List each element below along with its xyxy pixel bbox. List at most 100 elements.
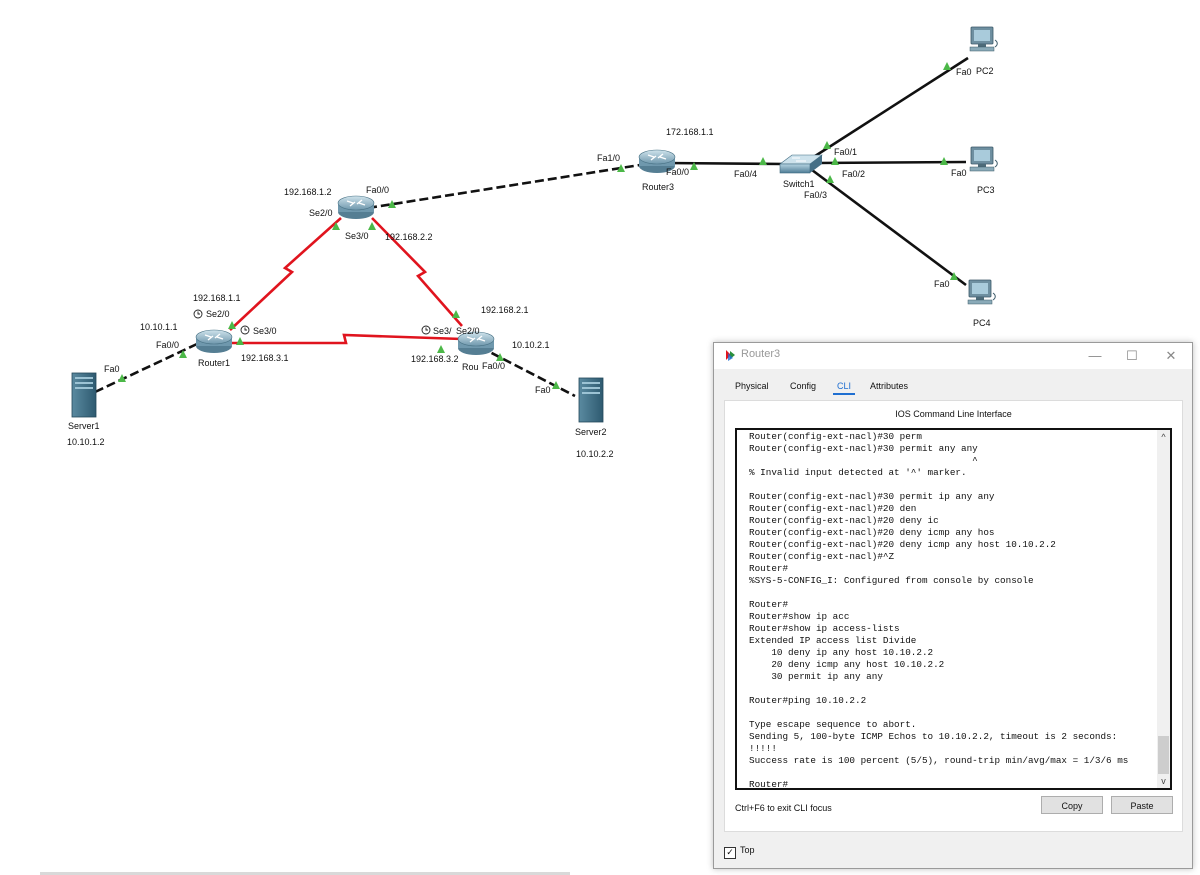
- ip-label: 192.168.1.1: [193, 293, 241, 303]
- router-icon: [195, 329, 233, 354]
- ip-label: 192.168.3.2: [411, 354, 459, 364]
- interface-label: Se2/0: [456, 326, 480, 336]
- ip-label: 192.168.2.2: [385, 232, 433, 242]
- terminal-scrollbar[interactable]: ^ v: [1157, 430, 1170, 788]
- device-label-router3: Router3: [642, 182, 674, 192]
- clock-icon: [421, 325, 431, 335]
- server-icon: [71, 372, 97, 418]
- device-label-router2: Rou: [462, 362, 479, 372]
- ip-label: 172.168.1.1: [666, 127, 714, 137]
- device-label-pc4: PC4: [973, 318, 991, 328]
- link-light: [831, 157, 839, 165]
- ip-label: 10.10.1.1: [140, 322, 178, 332]
- close-button[interactable]: ✕: [1165, 348, 1177, 363]
- ios-cli-header: IOS Command Line Interface: [895, 409, 1012, 419]
- tab-cli[interactable]: CLI: [832, 381, 856, 395]
- server-icon: [578, 377, 604, 423]
- pc-icon: [969, 146, 998, 172]
- device-router1[interactable]: Router1: [195, 329, 233, 368]
- cli-terminal[interactable]: Router(config-ext-nacl)#30 perm Router(c…: [735, 428, 1172, 790]
- device-pc3[interactable]: PC3: [969, 146, 998, 195]
- window-titlebar[interactable]: Router3 — ☐ ✕: [714, 343, 1192, 369]
- terminal-output[interactable]: Router(config-ext-nacl)#30 perm Router(c…: [749, 431, 1129, 790]
- switch-icon: [779, 154, 823, 174]
- device-router-mid[interactable]: [337, 195, 375, 220]
- link-light: [437, 345, 445, 353]
- minimize-button[interactable]: —: [1088, 348, 1102, 363]
- interface-label: Fa0/0: [666, 167, 689, 177]
- pc-icon: [969, 26, 998, 52]
- interface-label: Se3/: [433, 326, 452, 336]
- maximize-button[interactable]: ☐: [1126, 348, 1138, 363]
- device-switch1[interactable]: Switch1: [779, 154, 823, 189]
- interface-labels: 172.168.1.1 Fa1/0 Fa0/0 Fa0/4 Fa0/1 Fa0/…: [104, 67, 972, 395]
- top-checkbox-label: Top: [740, 845, 755, 855]
- interface-label: Fa0/3: [804, 190, 827, 200]
- link-server1-router1[interactable]: [94, 342, 198, 394]
- interface-label: Fa0: [535, 385, 551, 395]
- link-light: [759, 157, 767, 165]
- interface-label: Fa0: [951, 168, 967, 178]
- scrollbar-thumb[interactable]: [1158, 736, 1169, 774]
- paste-button[interactable]: Paste: [1111, 796, 1173, 814]
- scroll-down-icon[interactable]: v: [1161, 776, 1166, 786]
- interface-label: Fa0/2: [842, 169, 865, 179]
- ip-label: 192.168.2.1: [481, 305, 529, 315]
- link-router2-server2[interactable]: [479, 345, 576, 398]
- top-checkbox[interactable]: ✓ Top: [724, 845, 755, 859]
- ip-label: 10.10.2.1: [512, 340, 550, 350]
- link-serial-router1-mid[interactable]: [229, 217, 342, 331]
- link-switch1-pc2[interactable]: [811, 56, 969, 160]
- link-switch1-pc4[interactable]: [811, 168, 967, 287]
- link-light: [452, 310, 460, 318]
- clock-icon: [240, 325, 250, 335]
- link-router3-switch1[interactable]: [664, 161, 786, 166]
- canvas-horizontal-scrollbar[interactable]: [40, 872, 570, 875]
- link-light: [823, 141, 831, 149]
- interface-label: Se3/0: [345, 231, 369, 241]
- interface-label: Se3/0: [253, 326, 277, 336]
- link-serial-mid-router2[interactable]: [371, 217, 463, 327]
- device-label-switch1: Switch1: [783, 179, 815, 189]
- interface-label: Fa0/1: [834, 147, 857, 157]
- links: [94, 56, 969, 398]
- ip-label: 192.168.1.2: [284, 187, 332, 197]
- pc-icon: [967, 279, 996, 305]
- device-router3[interactable]: Router3: [638, 149, 676, 192]
- interface-label: Fa0: [934, 279, 950, 289]
- device-ip-server2: 10.10.2.2: [576, 449, 614, 459]
- device-server2[interactable]: Server2 10.10.2.2: [575, 377, 614, 459]
- tab-attributes[interactable]: Attributes: [870, 381, 909, 391]
- link-light: [943, 62, 951, 70]
- interface-label: Fa1/0: [597, 153, 620, 163]
- interface-label: Fa0/0: [482, 361, 505, 371]
- tab-physical[interactable]: Physical: [735, 381, 769, 391]
- link-router-mid-router3[interactable]: [367, 163, 641, 210]
- cli-panel: IOS Command Line Interface Router(config…: [724, 400, 1183, 832]
- router3-device-window[interactable]: Router3 — ☐ ✕ Physical Config CLI Attrib…: [713, 342, 1193, 869]
- tab-config[interactable]: Config: [790, 381, 817, 391]
- link-serial-router1-router2[interactable]: [230, 333, 463, 345]
- link-light: [236, 337, 244, 345]
- scroll-up-icon[interactable]: ^: [1161, 432, 1166, 442]
- interface-label: Fa0: [956, 67, 972, 77]
- checkbox-icon[interactable]: ✓: [724, 847, 736, 859]
- ip-label: 192.168.3.1: [241, 353, 289, 363]
- device-ip-server1: 10.10.1.2: [67, 437, 105, 447]
- copy-button[interactable]: Copy: [1041, 796, 1103, 814]
- device-label-pc2: PC2: [976, 66, 994, 76]
- interface-label: Fa0/0: [366, 185, 389, 195]
- device-pc4[interactable]: PC4: [967, 279, 996, 328]
- router-icon: [337, 195, 375, 220]
- router-app-icon: [726, 350, 735, 361]
- interface-label: Se2/0: [206, 309, 230, 319]
- link-light: [368, 222, 376, 230]
- device-router2[interactable]: Rou: [457, 331, 495, 372]
- interface-label: Se2/0: [309, 208, 333, 218]
- link-light: [826, 175, 834, 183]
- device-server1[interactable]: Server1 10.10.1.2: [67, 372, 105, 447]
- device-pc2[interactable]: PC2: [969, 26, 998, 76]
- device-label-router1: Router1: [198, 358, 230, 368]
- link-switch1-pc3[interactable]: [814, 160, 967, 165]
